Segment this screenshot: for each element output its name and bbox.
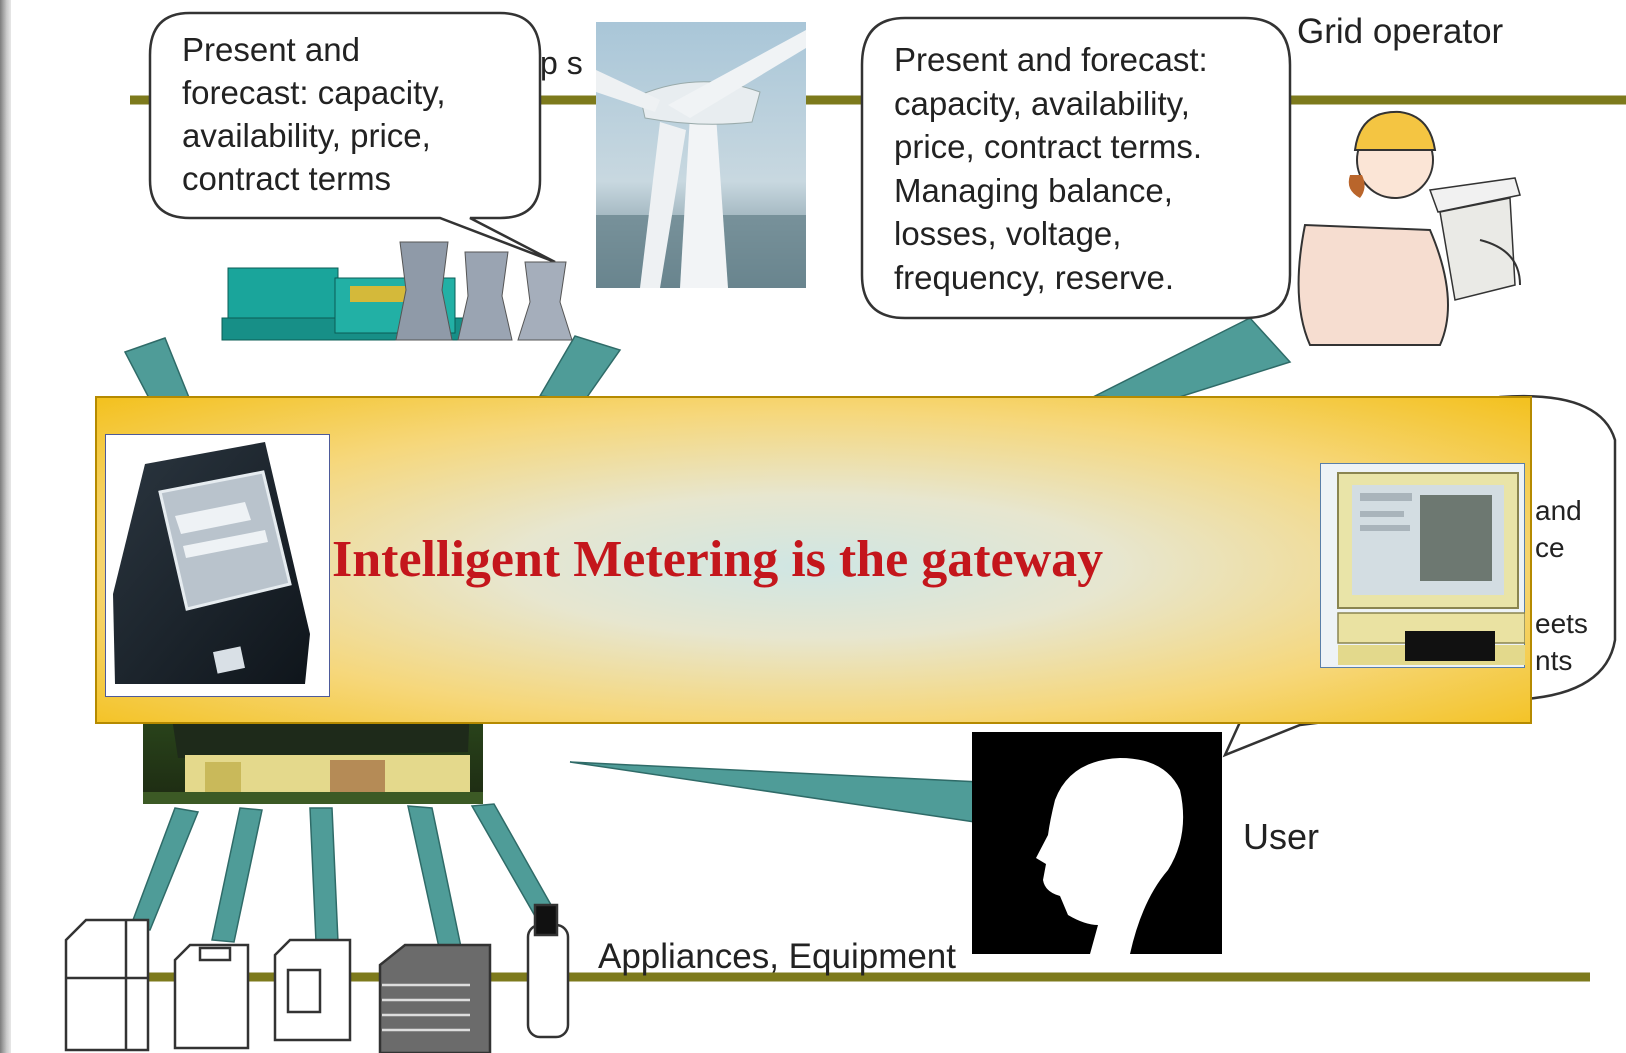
- lamp-icon: [526, 903, 570, 1039]
- electricity-meter-icon: [105, 434, 330, 697]
- partial-right-text-1: and: [1535, 495, 1582, 526]
- partial-right-text-4: nts: [1535, 645, 1573, 676]
- fridge-icon: [64, 918, 150, 1052]
- user-label: User: [1243, 816, 1320, 857]
- dryer-icon: [273, 938, 352, 1042]
- grid-operator-label: Grid operator: [1297, 12, 1504, 51]
- partial-top-text: p s: [540, 45, 583, 81]
- partial-right-text-3: eets: [1535, 608, 1588, 639]
- gateway-banner: [95, 396, 1532, 724]
- generation-bubble-text: Present and forecast: capacity, availabi…: [182, 31, 446, 197]
- left-edge-strip: [0, 0, 11, 1053]
- bubble-generation: [148, 11, 556, 264]
- grid-bubble-text: Present and forecast: capacity, availabi…: [894, 41, 1208, 296]
- engineer-icon: [1297, 110, 1521, 346]
- appliances-label: Appliances, Equipment: [598, 937, 956, 976]
- washing-machine-icon: [173, 943, 250, 1050]
- appliance-icons: [64, 903, 570, 1053]
- power-plant-icon: [221, 241, 573, 341]
- radiator-icon: [378, 943, 492, 1053]
- banner-title: Intelligent Metering is the gateway: [332, 531, 1104, 588]
- partial-right-text-2: ce: [1535, 532, 1565, 563]
- computer-icon: [1320, 463, 1525, 668]
- wind-turbine-icon: [596, 22, 806, 288]
- user-silhouette-icon: [972, 732, 1222, 954]
- bubble-grid: [860, 16, 1292, 320]
